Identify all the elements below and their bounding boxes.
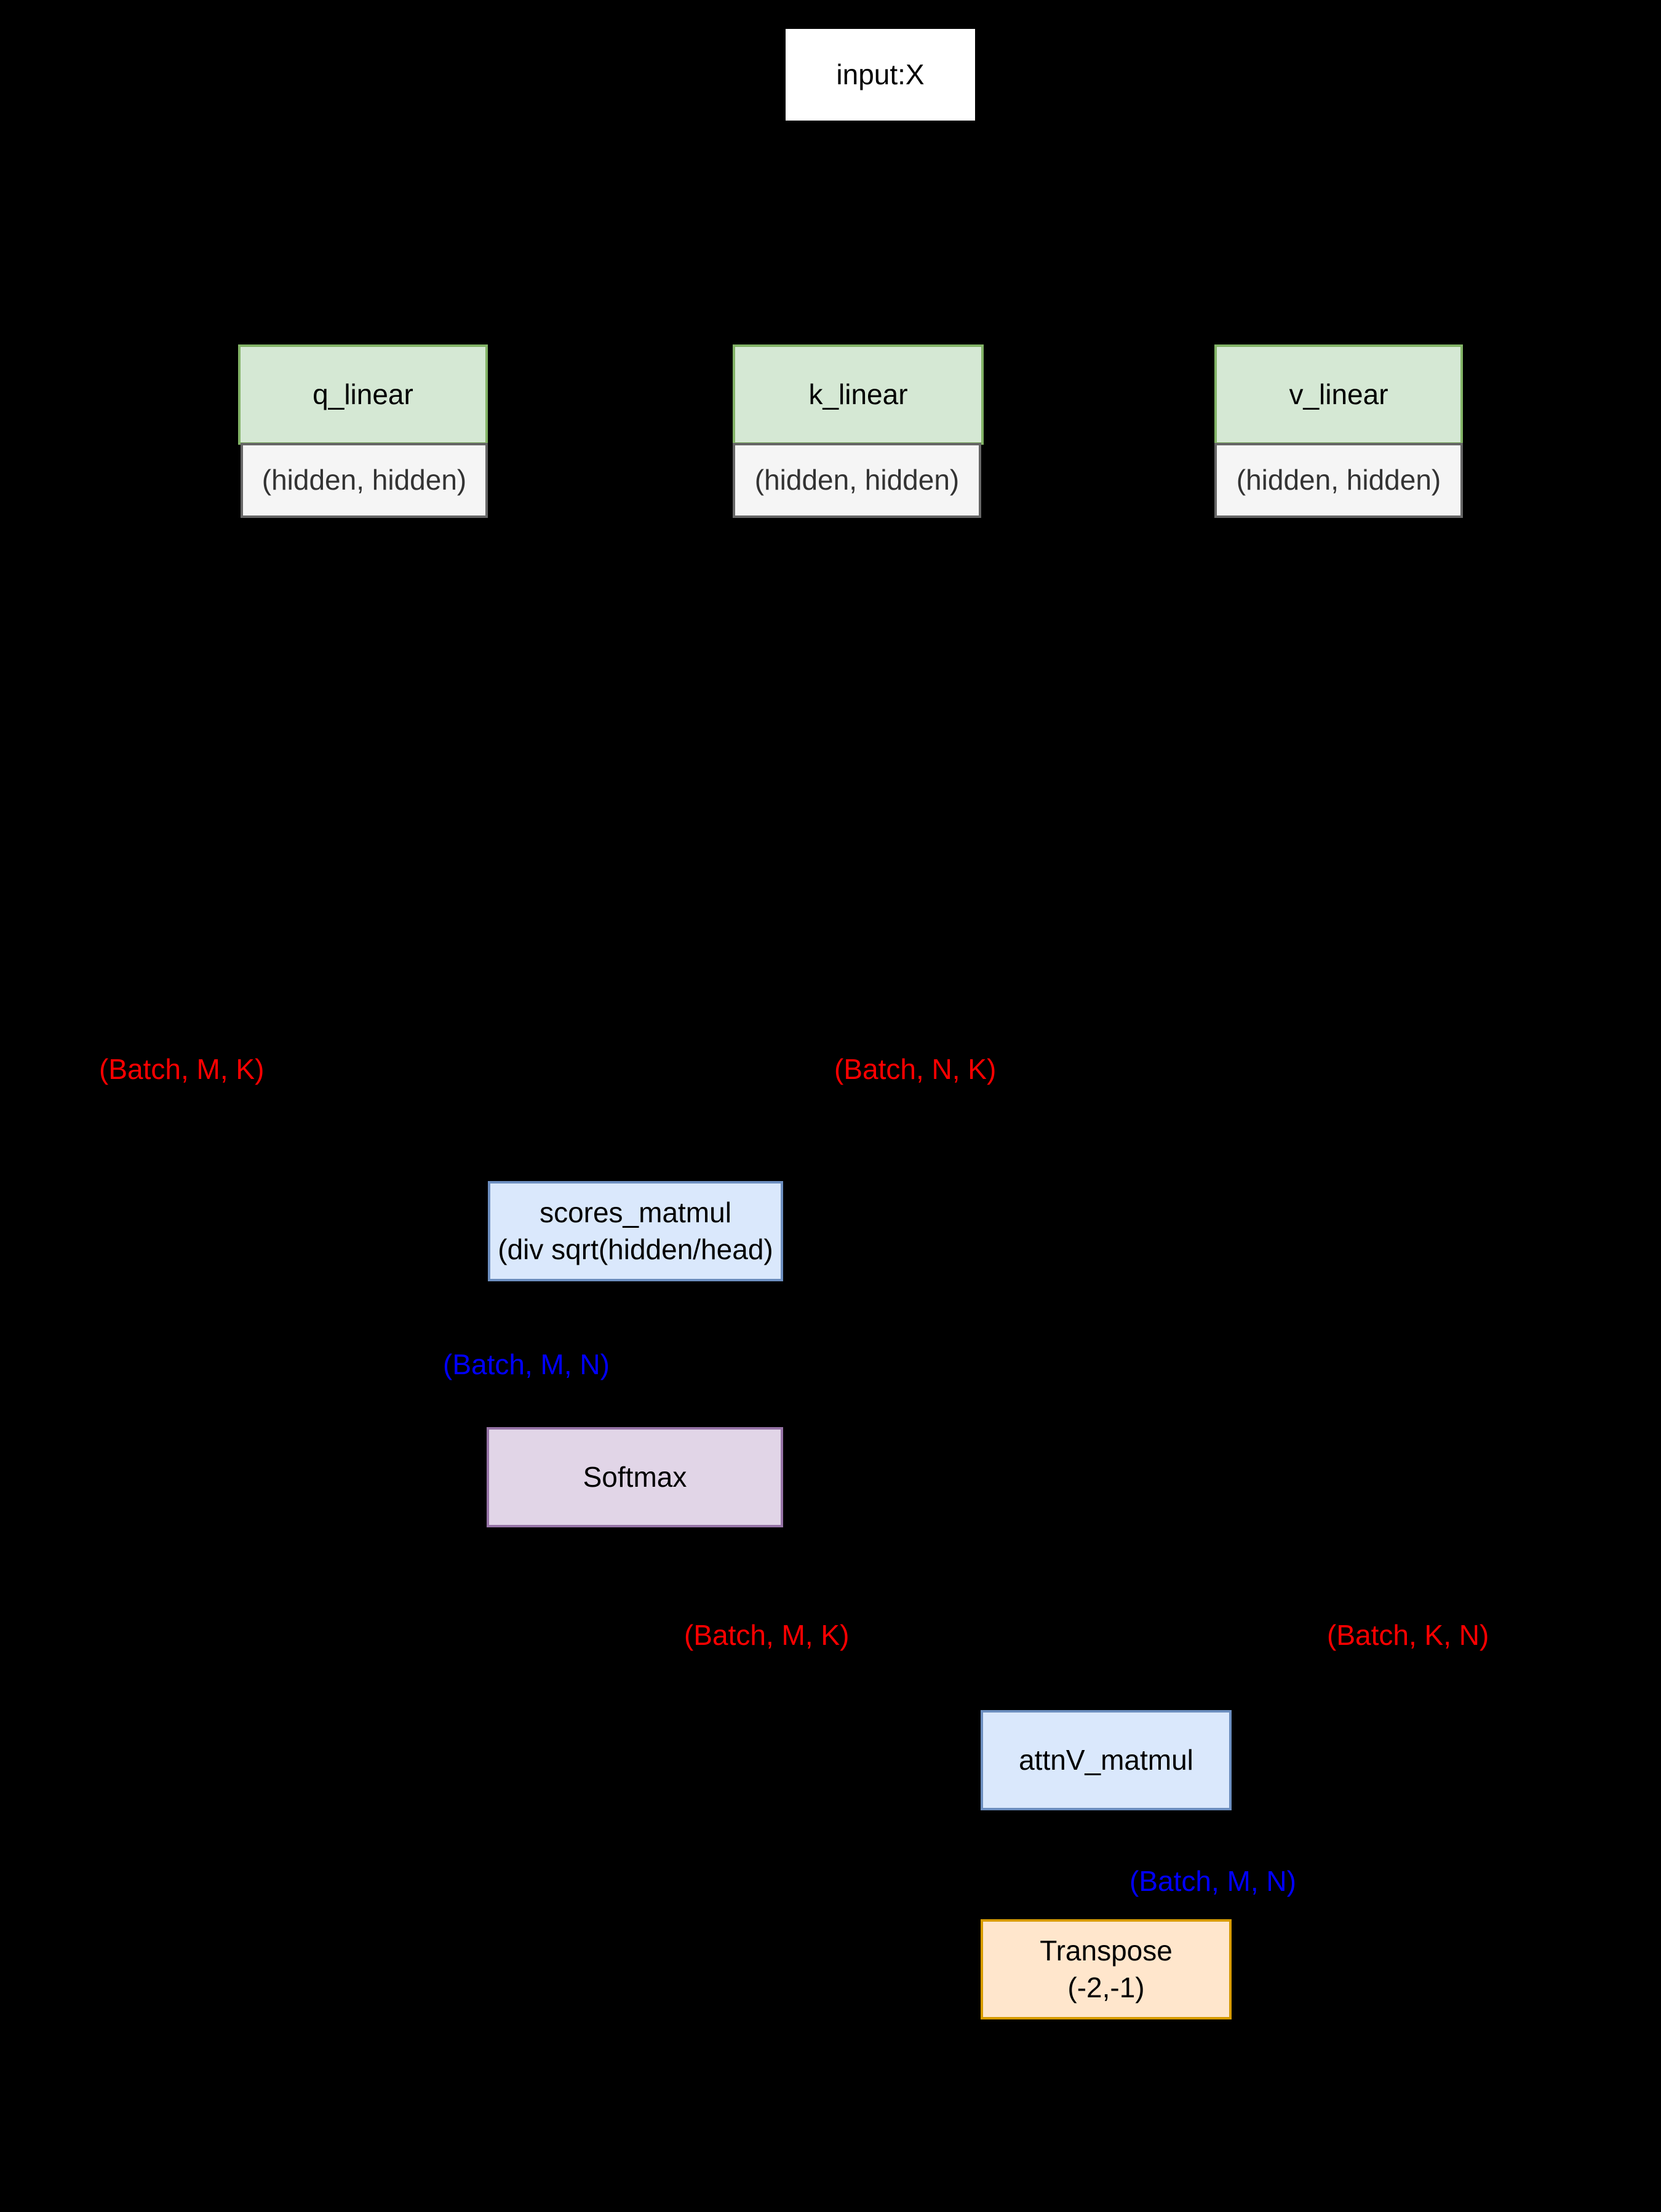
k-output-shape-label: (Batch, N, K): [834, 1053, 997, 1085]
k-linear-node: k_linear: [733, 344, 984, 445]
q-linear-node: q_linear: [238, 344, 488, 445]
edge-softmax-to-attnv: [634, 1527, 1047, 1710]
edge-q-to-scores: [365, 518, 555, 1181]
attnv-matmul-node: attnV_matmul: [981, 1710, 1232, 1810]
softmax-node: Softmax: [487, 1427, 783, 1527]
edge-input-to-q: [363, 123, 880, 344]
edge-input-to-v: [878, 123, 1340, 344]
k-weight-shape: (hidden, hidden): [733, 443, 981, 518]
v-input-shape-label: (Batch, K, N): [1327, 1619, 1489, 1651]
attn-input-shape-label: (Batch, M, K): [684, 1619, 850, 1651]
scores-matmul-node: scores_matmul (div sqrt(hidden/head): [488, 1181, 783, 1281]
edge-k-to-scores: [706, 518, 859, 1181]
scores-output-shape-label: (Batch, M, N): [443, 1348, 610, 1380]
edge-v-to-attnv: [1168, 518, 1340, 1710]
attnv-output-shape-label: (Batch, M, N): [1129, 1865, 1296, 1897]
q-weight-shape: (hidden, hidden): [241, 443, 488, 518]
transpose-node: Transpose (-2,-1): [981, 1919, 1232, 2019]
input-x-node: input:X: [783, 26, 978, 123]
v-linear-node: v_linear: [1214, 344, 1463, 445]
v-weight-shape: (hidden, hidden): [1214, 443, 1463, 518]
q-output-shape-label: (Batch, M, K): [99, 1053, 265, 1085]
